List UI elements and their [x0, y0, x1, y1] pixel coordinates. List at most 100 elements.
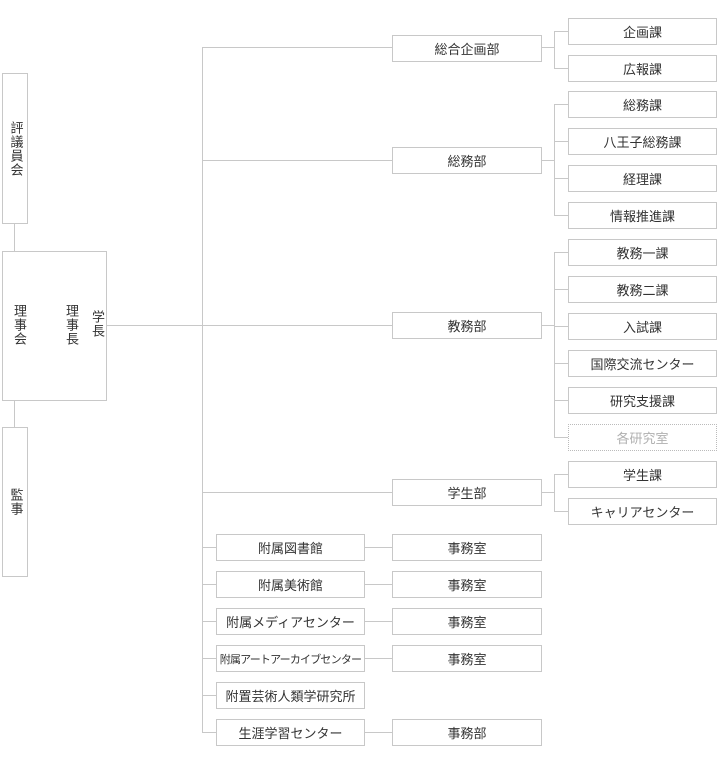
connector-line [554, 474, 555, 511]
office-box: 事務室 [392, 571, 542, 598]
auditor-box: 監事 [2, 427, 28, 577]
connector-line [554, 289, 568, 290]
department-label: 総務部 [447, 155, 487, 170]
section-box: 経理課 [568, 165, 717, 192]
office-label: 事務室 [447, 616, 487, 631]
department-label: 学生部 [447, 487, 487, 502]
section-box: 学生課 [568, 461, 717, 488]
section-box: 教務二課 [568, 276, 717, 303]
connector-line [202, 325, 392, 326]
connector-line [542, 492, 554, 493]
section-box: 広報課 [568, 55, 717, 82]
section-label: 国際交流センター [590, 358, 695, 373]
section-label: 各研究室 [616, 432, 669, 447]
connector-line [554, 363, 568, 364]
facility-label: 附属美術館 [257, 579, 323, 594]
section-box: 企画課 [568, 18, 717, 45]
section-box-labs: 各研究室 [568, 424, 717, 451]
office-box: 事務室 [392, 534, 542, 561]
section-label: 八王子総務課 [603, 136, 682, 151]
facility-label: 附属アートアーカイブセンター [219, 652, 362, 666]
board-box: 理事会 理事長 学長 [2, 251, 107, 401]
connector-line [365, 732, 392, 733]
section-label: 情報推進課 [609, 210, 675, 225]
section-label: 広報課 [622, 63, 662, 78]
office-box: 事務室 [392, 608, 542, 635]
board-label: 理事会 [11, 304, 26, 346]
connector-line [554, 437, 568, 438]
office-box: 事務室 [392, 645, 542, 672]
connector-line [554, 326, 568, 327]
connector-line [365, 584, 392, 585]
connector-line [554, 215, 568, 216]
office-box: 事務部 [392, 719, 542, 746]
connector-line [554, 104, 568, 105]
connector-line [554, 400, 568, 401]
connector-line [554, 31, 555, 68]
department-box: 学生部 [392, 479, 542, 506]
connector-line [202, 47, 392, 48]
connector-line [14, 224, 15, 251]
auditor-label: 監事 [7, 488, 23, 516]
council-label: 評議員会 [7, 120, 23, 177]
section-box: キャリアセンター [568, 498, 717, 525]
connector-line [554, 31, 568, 32]
connector-line [554, 474, 568, 475]
connector-line [202, 695, 216, 696]
office-label: 事務室 [447, 542, 487, 557]
section-box: 研究支援課 [568, 387, 717, 414]
connector-line [554, 252, 555, 437]
section-box: 教務一課 [568, 239, 717, 266]
connector-line [202, 160, 392, 161]
office-label: 事務室 [447, 579, 487, 594]
facility-label: 生涯学習センター [238, 727, 343, 742]
connector-line [202, 547, 216, 548]
office-label: 事務部 [447, 727, 487, 742]
section-label: 研究支援課 [609, 395, 675, 410]
connector-line [554, 141, 568, 142]
section-label: 企画課 [622, 26, 662, 41]
department-box: 教務部 [392, 312, 542, 339]
facility-label: 附置芸術人類学研究所 [225, 690, 356, 705]
connector-line [202, 492, 392, 493]
connector-line [554, 104, 555, 215]
section-box: 八王子総務課 [568, 128, 717, 155]
department-label: 教務部 [447, 320, 487, 335]
department-label: 総合企画部 [434, 43, 500, 58]
connector-line [365, 547, 392, 548]
department-box: 総務部 [392, 147, 542, 174]
facility-box: 附属メディアセンター [216, 608, 365, 635]
section-label: 学生課 [622, 469, 662, 484]
connector-line [542, 160, 554, 161]
facility-box: 附置芸術人類学研究所 [216, 682, 365, 709]
section-label: 教務一課 [616, 247, 669, 262]
section-label: 経理課 [622, 173, 662, 188]
section-label: 入試課 [622, 321, 662, 336]
facility-label: 附属図書館 [257, 542, 323, 557]
section-label: キャリアセンター [590, 506, 695, 521]
main-trunk-line [202, 47, 203, 732]
council-box: 評議員会 [2, 73, 28, 224]
facility-box: 附属アートアーカイブセンター [216, 645, 365, 672]
connector-line [14, 401, 15, 427]
section-label: 総務課 [622, 99, 662, 114]
section-box: 入試課 [568, 313, 717, 340]
connector-line [202, 621, 216, 622]
section-box: 総務課 [568, 91, 717, 118]
facility-box: 生涯学習センター [216, 719, 365, 746]
president-label: 学長 [89, 310, 104, 338]
connector-line [554, 511, 568, 512]
connector-line [542, 47, 554, 48]
facility-box: 附属図書館 [216, 534, 365, 561]
facility-box: 附属美術館 [216, 571, 365, 598]
connector-line [365, 658, 392, 659]
connector-line [202, 658, 216, 659]
connector-line [107, 325, 203, 326]
facility-label: 附属メディアセンター [226, 616, 355, 631]
section-box: 情報推進課 [568, 202, 717, 229]
connector-line [365, 621, 392, 622]
section-box: 国際交流センター [568, 350, 717, 377]
connector-line [554, 178, 568, 179]
section-label: 教務二課 [616, 284, 669, 299]
office-label: 事務室 [447, 653, 487, 668]
